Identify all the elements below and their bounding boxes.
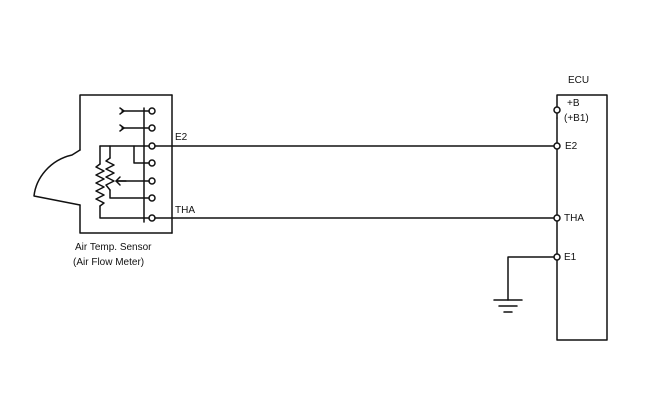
sensor-caption-line1: Air Temp. Sensor (75, 242, 152, 253)
ecu-box (556, 94, 608, 341)
sensor-caption-line2: (Air Flow Meter) (73, 257, 144, 268)
sensor-terminals (148, 107, 156, 222)
ecu-pin-tha: THA (564, 213, 584, 224)
ecu-pins (553, 106, 561, 261)
ecu-pin-b: +B (567, 98, 580, 109)
wire-label-e2: E2 (175, 132, 188, 143)
ecu-title: ECU (568, 75, 589, 86)
sensor-internal-wiring (99, 145, 150, 219)
ecu-pin-e1: E1 (564, 252, 577, 263)
switch-contacts (119, 107, 150, 132)
potentiometer-icon (105, 157, 127, 191)
wire-e1-ground (507, 256, 555, 301)
sensor-housing (33, 94, 173, 234)
ground-symbol-icon (493, 299, 523, 313)
ecu-pin-e2: E2 (565, 141, 578, 152)
wire-label-tha: THA (175, 205, 195, 216)
ecu-pin-b1: (+B1) (564, 113, 589, 124)
resistor-icon (95, 163, 105, 207)
